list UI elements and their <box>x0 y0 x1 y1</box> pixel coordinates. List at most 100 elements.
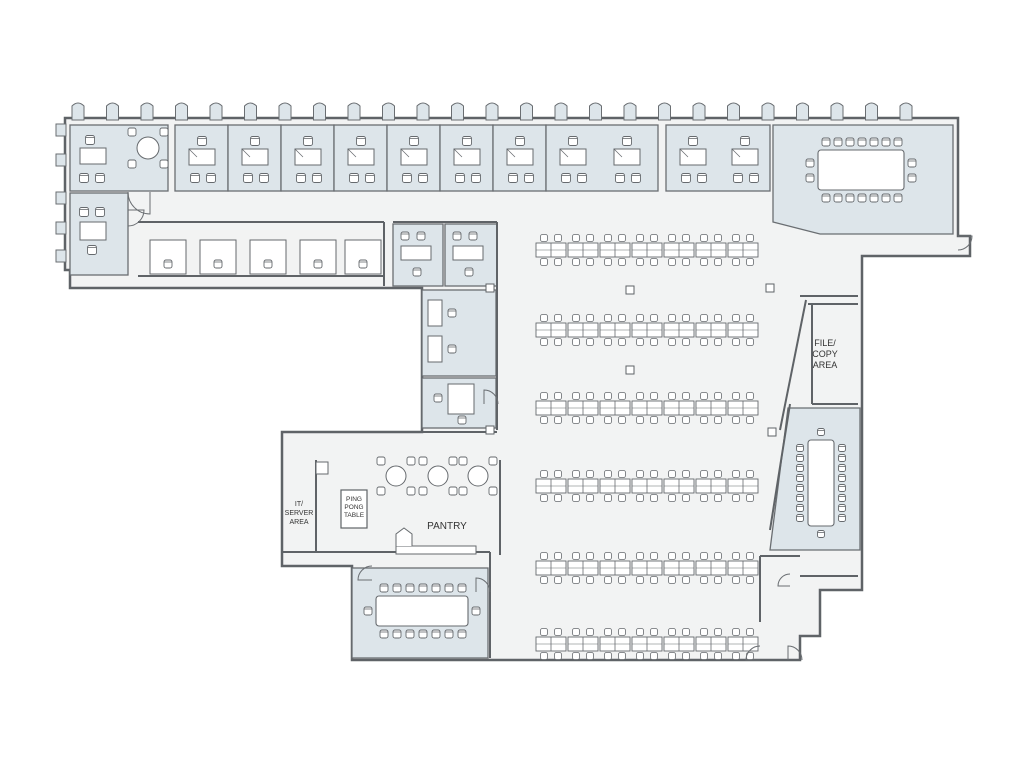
chair-icon <box>714 576 722 584</box>
desk-return <box>294 148 304 158</box>
office-desk <box>447 383 475 415</box>
chair-icon <box>732 258 740 266</box>
chair-icon <box>431 629 441 639</box>
chair-icon <box>746 416 754 424</box>
chair-icon <box>586 628 594 636</box>
it-server-label-line-3: AREA <box>289 519 308 526</box>
chair-icon <box>313 259 323 269</box>
round-table <box>385 465 407 487</box>
window-mullion <box>761 102 775 121</box>
chair-icon <box>412 267 422 277</box>
chair-icon <box>668 470 676 478</box>
chair-icon <box>636 258 644 266</box>
workstation-pod-icon <box>631 552 663 584</box>
chair-icon <box>838 464 846 472</box>
chair-icon <box>732 314 740 322</box>
office-desk <box>79 221 107 241</box>
chair-seat <box>838 444 846 452</box>
chair-icon <box>668 576 676 584</box>
chair-seat <box>838 494 846 502</box>
chair-icon <box>700 576 708 584</box>
angled-wall <box>779 299 807 431</box>
chair-icon <box>540 258 548 266</box>
chair-seat <box>190 173 200 183</box>
chair-icon <box>682 494 690 502</box>
chair-seat <box>817 530 825 538</box>
chair-icon <box>838 514 846 522</box>
office-desk <box>427 299 443 327</box>
chair-icon <box>796 494 804 502</box>
chair-icon <box>604 392 612 400</box>
chair-icon <box>636 392 644 400</box>
chair-seat <box>392 583 402 593</box>
window-mullion <box>175 102 188 121</box>
workstation-pod-icon <box>695 392 727 424</box>
desk-return <box>188 148 198 158</box>
chair-seat <box>392 629 402 639</box>
chair-icon <box>700 552 708 560</box>
chair-icon <box>714 494 722 502</box>
chair-icon <box>572 416 580 424</box>
workstation-pod-icon <box>663 470 695 502</box>
chair-seat <box>418 173 428 183</box>
cubicle-desk <box>299 239 337 275</box>
chair-seat <box>568 136 578 146</box>
chair-icon <box>540 494 548 502</box>
chair-icon <box>714 338 722 346</box>
chair-icon <box>796 474 804 482</box>
chair-seat <box>821 137 831 147</box>
doors <box>127 191 973 661</box>
chair-icon <box>618 234 626 242</box>
chair-icon <box>682 392 690 400</box>
chair-icon <box>682 338 690 346</box>
chair-icon <box>746 234 754 242</box>
pantry-counter <box>395 545 477 555</box>
chair-icon <box>540 628 548 636</box>
chair-icon <box>817 530 825 538</box>
chair-icon <box>821 193 831 203</box>
chair-seat <box>561 173 571 183</box>
chair-seat <box>796 504 804 512</box>
workstation-pod-icon <box>695 234 727 266</box>
workstation-pod-icon <box>727 314 759 346</box>
desk-return <box>453 148 463 158</box>
chair-icon <box>586 314 594 322</box>
chair-icon <box>358 259 368 269</box>
office-desk <box>679 148 707 166</box>
chair-icon <box>714 314 722 322</box>
chair-seat <box>197 136 207 146</box>
office-desk <box>400 148 428 166</box>
chair-icon <box>444 629 454 639</box>
chair-icon <box>540 234 548 242</box>
chair-icon <box>572 576 580 584</box>
chair-icon <box>631 173 641 183</box>
workstation-pod-icon <box>599 552 631 584</box>
chair-icon <box>838 504 846 512</box>
ping-pong-table <box>340 489 368 529</box>
chair-icon <box>554 314 562 322</box>
chair-icon <box>668 314 676 322</box>
chair-icon <box>682 628 690 636</box>
chair-icon <box>682 234 690 242</box>
chair-icon <box>572 470 580 478</box>
chair-icon <box>468 231 478 241</box>
chair-seat <box>838 514 846 522</box>
chair-icon <box>586 552 594 560</box>
chair-icon <box>732 628 740 636</box>
window-mullion <box>55 191 67 205</box>
chair-icon <box>746 576 754 584</box>
chair-icon <box>572 338 580 346</box>
chair-icon <box>697 173 707 183</box>
chair-seat <box>259 173 269 183</box>
window-mullion <box>796 102 809 121</box>
chair-icon <box>805 158 815 168</box>
chair-seat <box>881 137 891 147</box>
chair-icon <box>700 652 708 660</box>
workstation-pod-icon <box>599 234 631 266</box>
desk-return <box>506 148 516 158</box>
chair-seat <box>462 136 472 146</box>
walls <box>138 221 858 658</box>
office-desk <box>427 335 443 363</box>
workstation-pod-icon <box>695 628 727 660</box>
